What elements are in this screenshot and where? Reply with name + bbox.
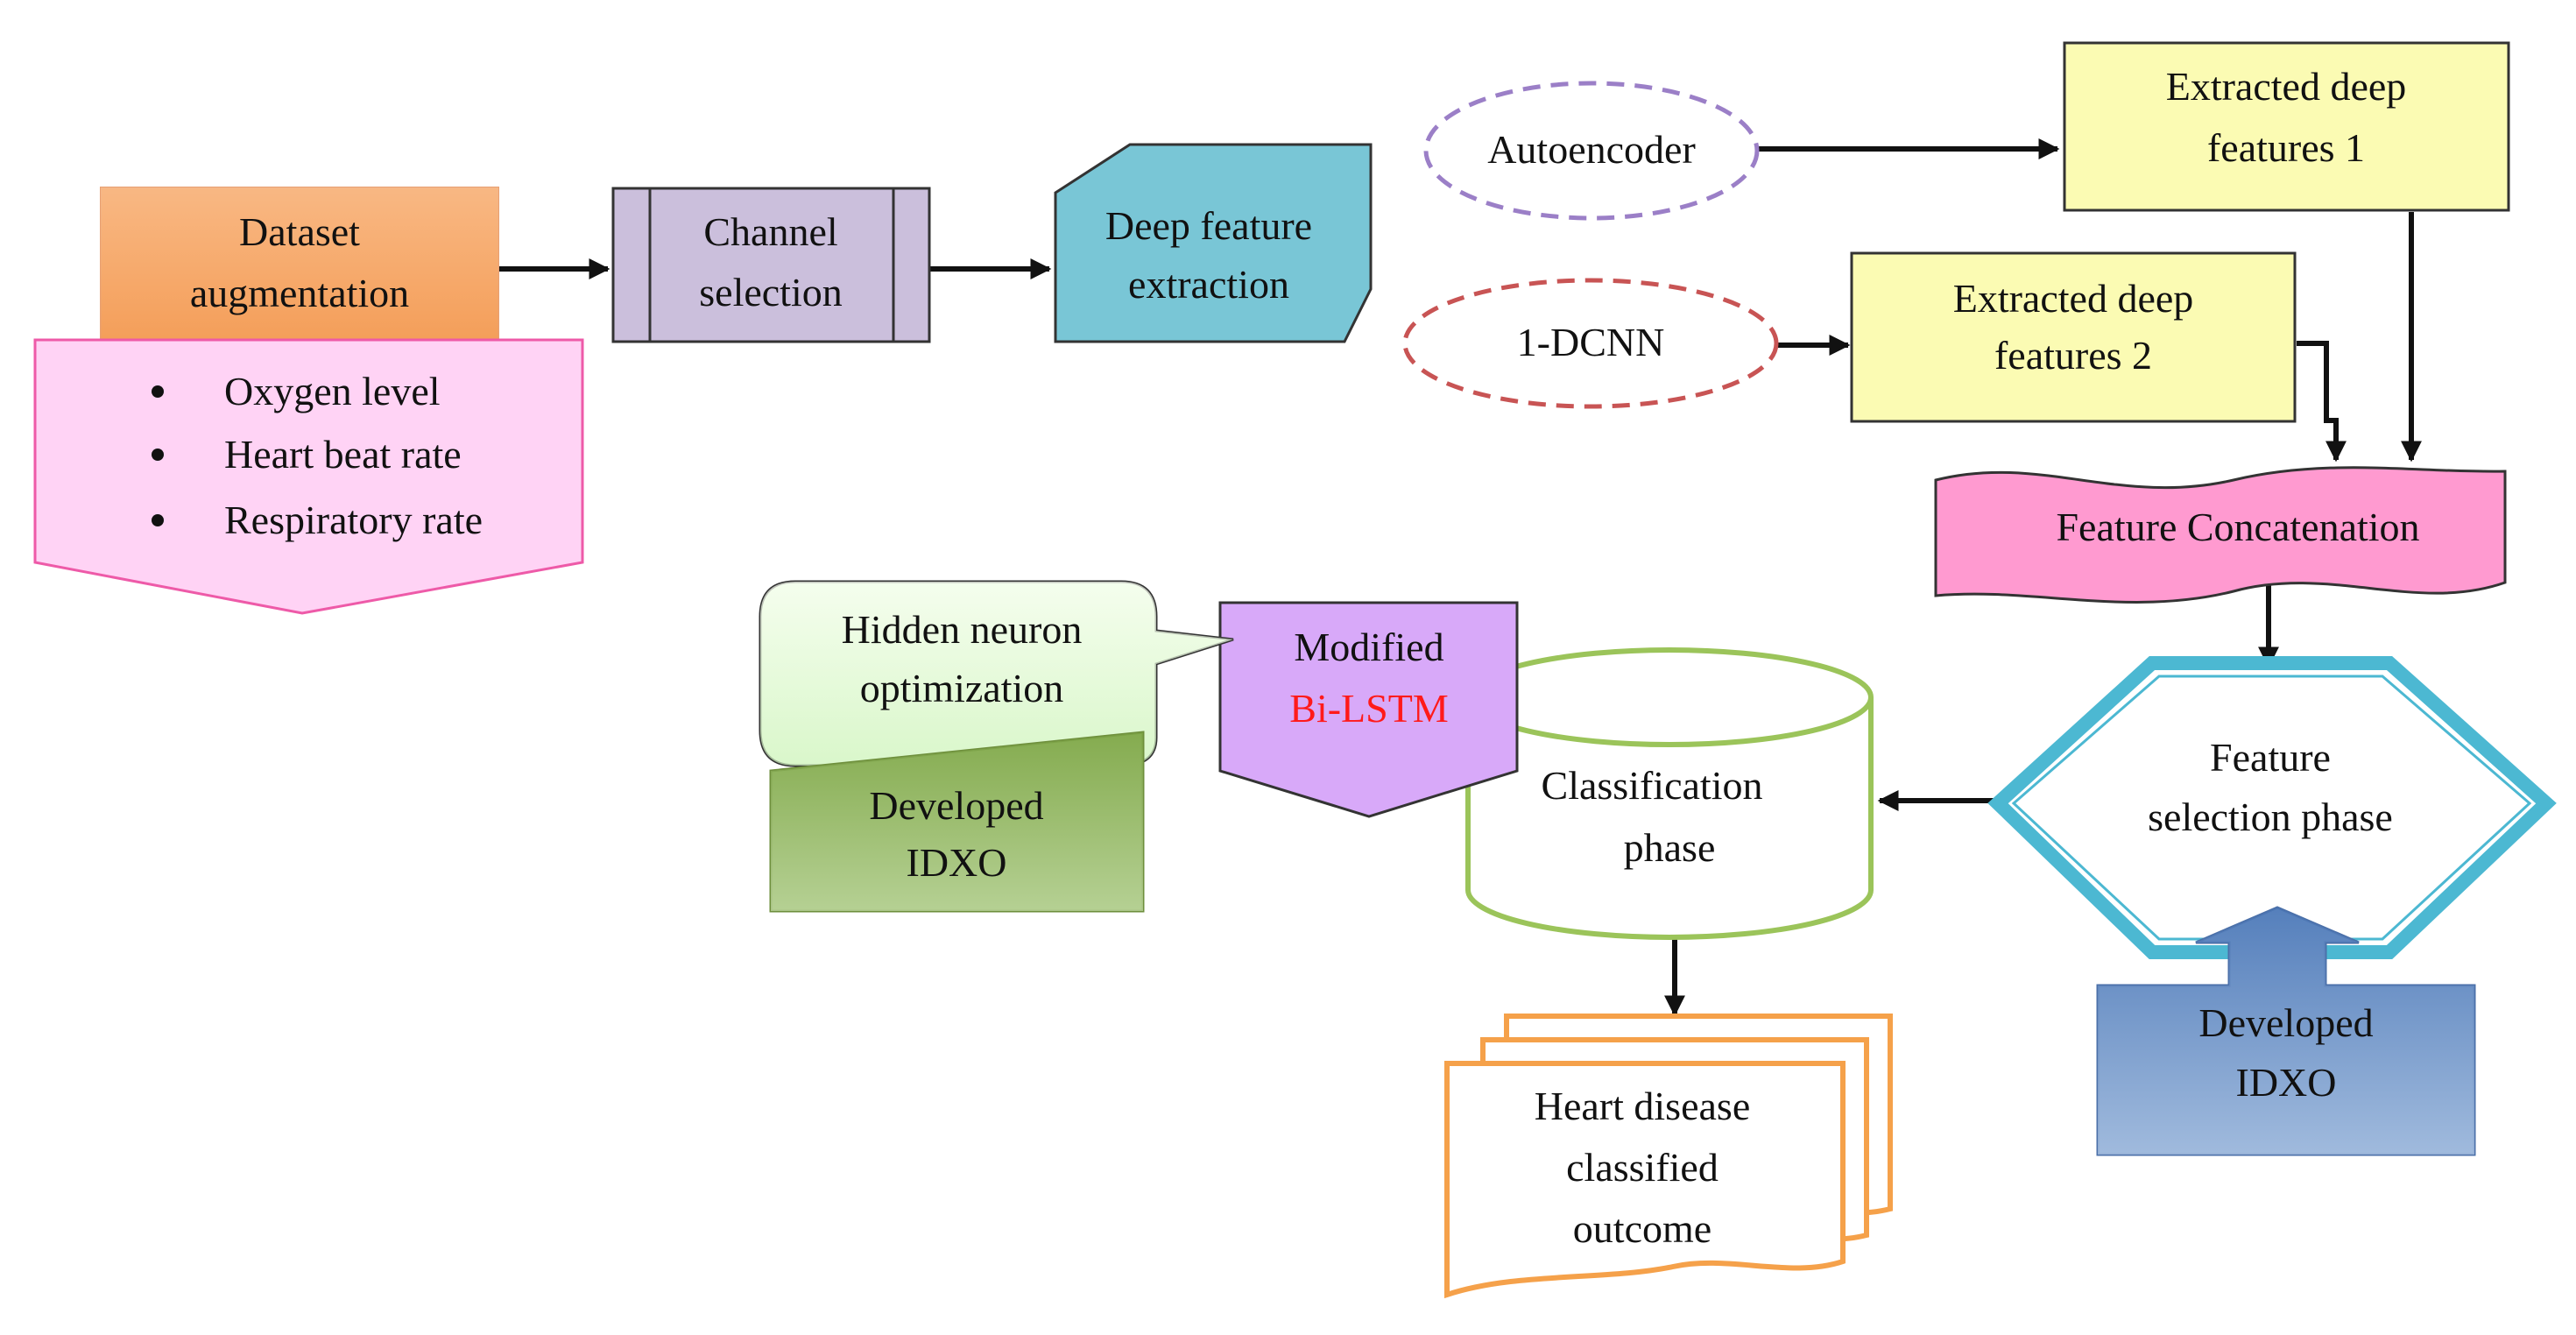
outcome-doc-front: [1444, 1061, 1846, 1299]
developed-idxo-right-label-line2: IDXO: [2236, 1060, 2337, 1105]
one-dcnn-node: 1-DCNN: [1402, 278, 1779, 409]
classification-cylinder-body: [1465, 697, 1874, 940]
autoencoder-node: Autoencoder: [1423, 81, 1760, 221]
modified-bilstm-shape: [1218, 601, 1519, 818]
autoencoder-ellipse: [1423, 81, 1760, 221]
hidden-neuron-label-line2: optimization: [860, 666, 1064, 710]
outcome-label-line2: classified: [1566, 1145, 1719, 1190]
extracted-features-1-label-line1: Extracted deep: [2166, 64, 2407, 109]
extracted-features-1-box: [2063, 41, 2510, 212]
developed-idxo-left-node: Developed IDXO: [769, 731, 1145, 913]
outcome-label-line3: outcome: [1573, 1206, 1711, 1251]
modified-bilstm-node: Modified Bi-LSTM: [1218, 601, 1519, 818]
dataset-augmentation-label-line2: augmentation: [190, 271, 409, 315]
dataset-augmentation-label-line1: Dataset: [239, 209, 360, 254]
classification-cylinder-top: [1465, 647, 1874, 747]
input-item-respiratory: Respiratory rate: [224, 498, 483, 542]
deep-feature-extraction-shape: [1054, 143, 1373, 343]
input-item-heart-rate: Heart beat rate: [224, 432, 462, 477]
feature-selection-label-line1: Feature: [2210, 735, 2331, 780]
one-dcnn-ellipse: [1402, 278, 1779, 409]
feature-selection-hexagon-inner: [2011, 675, 2532, 941]
hidden-neuron-label-line1: Hidden neuron: [842, 607, 1083, 652]
channel-selection-box: [611, 187, 931, 343]
channel-selection-label-line1: Channel: [703, 209, 837, 254]
outcome-node: Heart disease classified outcome: [1444, 1014, 1893, 1299]
outcome-label-line1: Heart disease: [1535, 1084, 1751, 1128]
feature-concatenation-node: Feature Concatenation: [1934, 466, 2507, 604]
extracted-features-1-label-line2: features 1: [2207, 125, 2365, 170]
bullet-icon: [152, 514, 164, 526]
deep-feature-extraction-node: Deep feature extraction: [1054, 143, 1373, 343]
extracted-features-2-label-line2: features 2: [1994, 333, 2152, 378]
input-item-oxygen: Oxygen level: [224, 369, 441, 413]
modified-bilstm-label-line1: Modified: [1294, 625, 1443, 669]
autoencoder-label: Autoencoder: [1487, 127, 1696, 172]
feature-concatenation-banner: [1934, 466, 2507, 604]
developed-idxo-left-label-line2: IDXO: [907, 840, 1007, 885]
extracted-features-2-node: Extracted deep features 2: [1850, 251, 2297, 423]
dataset-augmentation-node: Dataset augmentation: [100, 187, 499, 351]
deep-feature-extraction-label-line1: Deep feature: [1105, 203, 1312, 248]
extracted-features-2-label-line1: Extracted deep: [1953, 276, 2194, 321]
deep-feature-extraction-label-line2: extraction: [1128, 262, 1289, 307]
connectors: [496, 138, 2422, 1017]
developed-idxo-right-node: Developed IDXO: [2096, 906, 2476, 1156]
arrow-features2-to-concat: [2297, 341, 2347, 463]
extracted-features-2-box: [1850, 251, 2297, 423]
classification-label-line1: Classification: [1542, 763, 1763, 808]
hidden-neuron-node: Hidden neuron optimization: [759, 580, 1234, 767]
channel-selection-label-line2: selection: [699, 270, 843, 314]
feature-selection-hexagon-outer: [1987, 656, 2557, 959]
classification-label-line2: phase: [1624, 825, 1716, 870]
input-signals-shape: [33, 338, 584, 615]
one-dcnn-label: 1-DCNN: [1517, 320, 1665, 364]
channel-selection-node: Channel selection: [611, 187, 931, 343]
feature-concatenation-label: Feature Concatenation: [2056, 505, 2419, 549]
bullet-icon: [152, 449, 164, 461]
classification-node: Classification phase: [1465, 647, 1874, 940]
input-signals-node: Oxygen level Heart beat rate Respiratory…: [33, 338, 584, 615]
developed-idxo-left-label-line1: Developed: [869, 783, 1043, 828]
developed-idxo-right-label-line1: Developed: [2198, 1000, 2373, 1045]
extracted-features-1-node: Extracted deep features 1: [2063, 41, 2510, 212]
feature-selection-label-line2: selection phase: [2148, 795, 2393, 839]
bullet-icon: [152, 385, 164, 398]
feature-selection-node: Feature selection phase: [1987, 656, 2557, 959]
modified-bilstm-label-line2: Bi-LSTM: [1289, 686, 1448, 731]
